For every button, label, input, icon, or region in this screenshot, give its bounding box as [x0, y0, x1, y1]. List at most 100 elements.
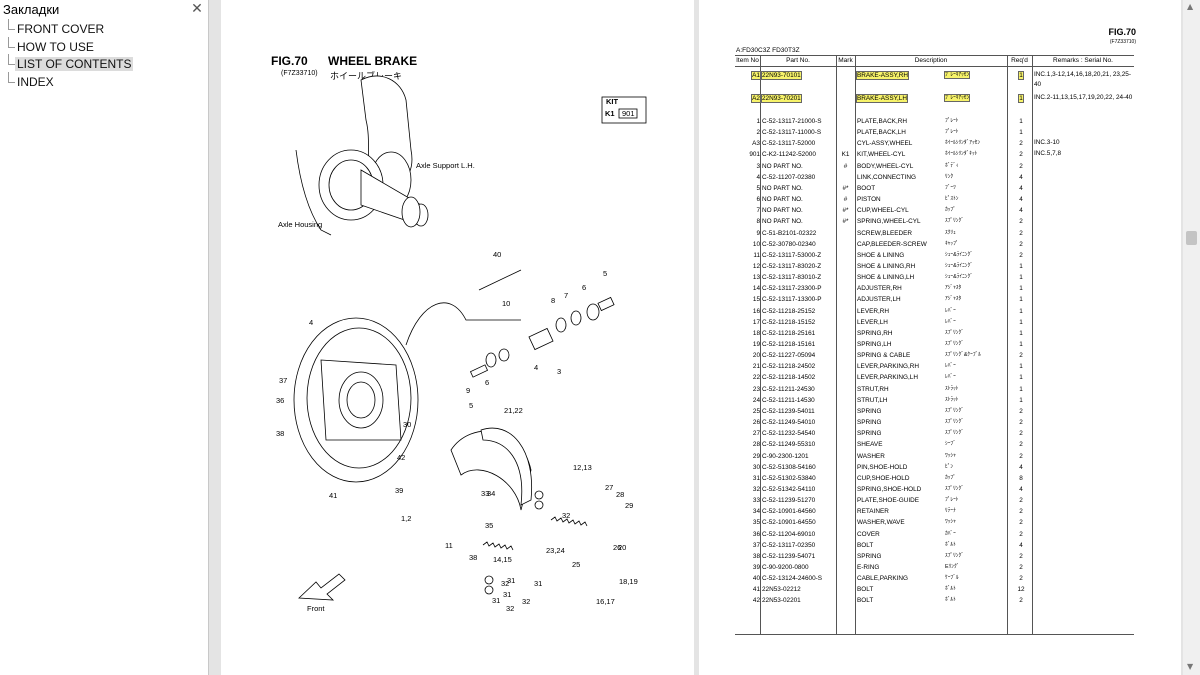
- cell-part: 22N53-02212: [762, 586, 801, 594]
- cell-req: 1: [1019, 274, 1023, 282]
- bookmark-item[interactable]: LIST OF CONTENTS: [0, 54, 208, 74]
- cell-item: 10: [752, 240, 760, 248]
- cell-jp: ﾎｲｰﾙｼﾘﾝﾀﾞｷｯﾄ: [945, 151, 978, 158]
- cell-mark: #*: [842, 207, 849, 215]
- cell-req: 1: [1019, 318, 1023, 326]
- cell-item: 29: [752, 452, 760, 460]
- cell-req: 2: [1019, 530, 1023, 538]
- fig-number-right: FIG.70: [1108, 27, 1136, 37]
- callout-number: 20: [618, 543, 626, 552]
- cell-desc: BOLT: [857, 586, 874, 594]
- cell-req: 2: [1019, 407, 1023, 415]
- cell-jp: ﾚﾊﾞｰ: [945, 363, 956, 370]
- bookmark-item[interactable]: FRONT COVER: [0, 19, 208, 39]
- cell-part: C-52-11232-54540: [762, 430, 816, 438]
- callout-number: 33: [481, 489, 489, 498]
- cell-desc: WASHER,WAVE: [857, 519, 905, 527]
- bookmark-item[interactable]: INDEX: [0, 71, 208, 92]
- cell-req: 1: [1019, 385, 1023, 393]
- scroll-down-icon[interactable]: ▼: [1187, 662, 1194, 671]
- cell-desc: STRUT,LH: [857, 396, 888, 404]
- cell-req: 2: [1019, 564, 1023, 571]
- cell-desc: SPRING,WHEEL-CYL: [857, 218, 921, 226]
- scroll-up-icon[interactable]: ▲: [1187, 2, 1194, 11]
- cell-jp: ｷｬｯﾌﾟ: [945, 240, 959, 247]
- cell-part: C-52-13117-52000: [762, 140, 816, 148]
- cell-req: 1: [1019, 341, 1023, 348]
- cell-desc: CABLE,PARKING: [857, 575, 909, 583]
- callout-number: 16,17: [596, 597, 615, 606]
- close-icon[interactable]: ✕: [191, 1, 203, 17]
- cell-item: 21: [752, 363, 760, 371]
- cell-part: C-52-11207-02380: [762, 173, 816, 181]
- table-row[interactable]: 32C-52-51342-54110SPRING,SHOE-HOLDｽﾌﾟﾘﾝｸ…: [735, 484, 1134, 495]
- callout-number: 6: [582, 283, 586, 292]
- table-row[interactable]: A3C-52-13117-52000CYL-ASSY,WHEELﾎｲｰﾙｼﾘﾝﾀ…: [735, 138, 1134, 149]
- callout-number: 36: [276, 396, 284, 405]
- cell-jp: Eﾘﾝｸﾞ: [945, 564, 960, 570]
- header-reqd: Req'd: [1011, 57, 1028, 64]
- header-item-no: Item No: [736, 57, 759, 64]
- cell-part: C-90-2300-1201: [762, 452, 809, 460]
- scroll-thumb[interactable]: [1186, 231, 1197, 245]
- cell-jp: ﾌﾟﾚｰﾄ: [945, 497, 959, 504]
- cell-part: C-K2-11242-52000: [762, 151, 816, 159]
- cell-desc: ADJUSTER,LH: [857, 296, 901, 304]
- cell-item: 3: [756, 162, 760, 170]
- cell-desc: BOLT: [857, 597, 874, 605]
- cell-jp: ｽﾌﾟﾘﾝｸﾞ&ｹｰﾌﾞﾙ: [945, 352, 981, 359]
- vertical-scrollbar[interactable]: ▲ ▼: [1183, 0, 1200, 675]
- cell-part: NO PART NO.: [762, 162, 803, 170]
- cell-part: C-52-11211-14530: [762, 396, 815, 404]
- cell-desc: SPRING,LH: [857, 341, 892, 348]
- callout-number: 21,22: [504, 406, 523, 415]
- bookmark-item[interactable]: HOW TO USE: [0, 36, 208, 57]
- cell-req: 12: [1017, 586, 1025, 594]
